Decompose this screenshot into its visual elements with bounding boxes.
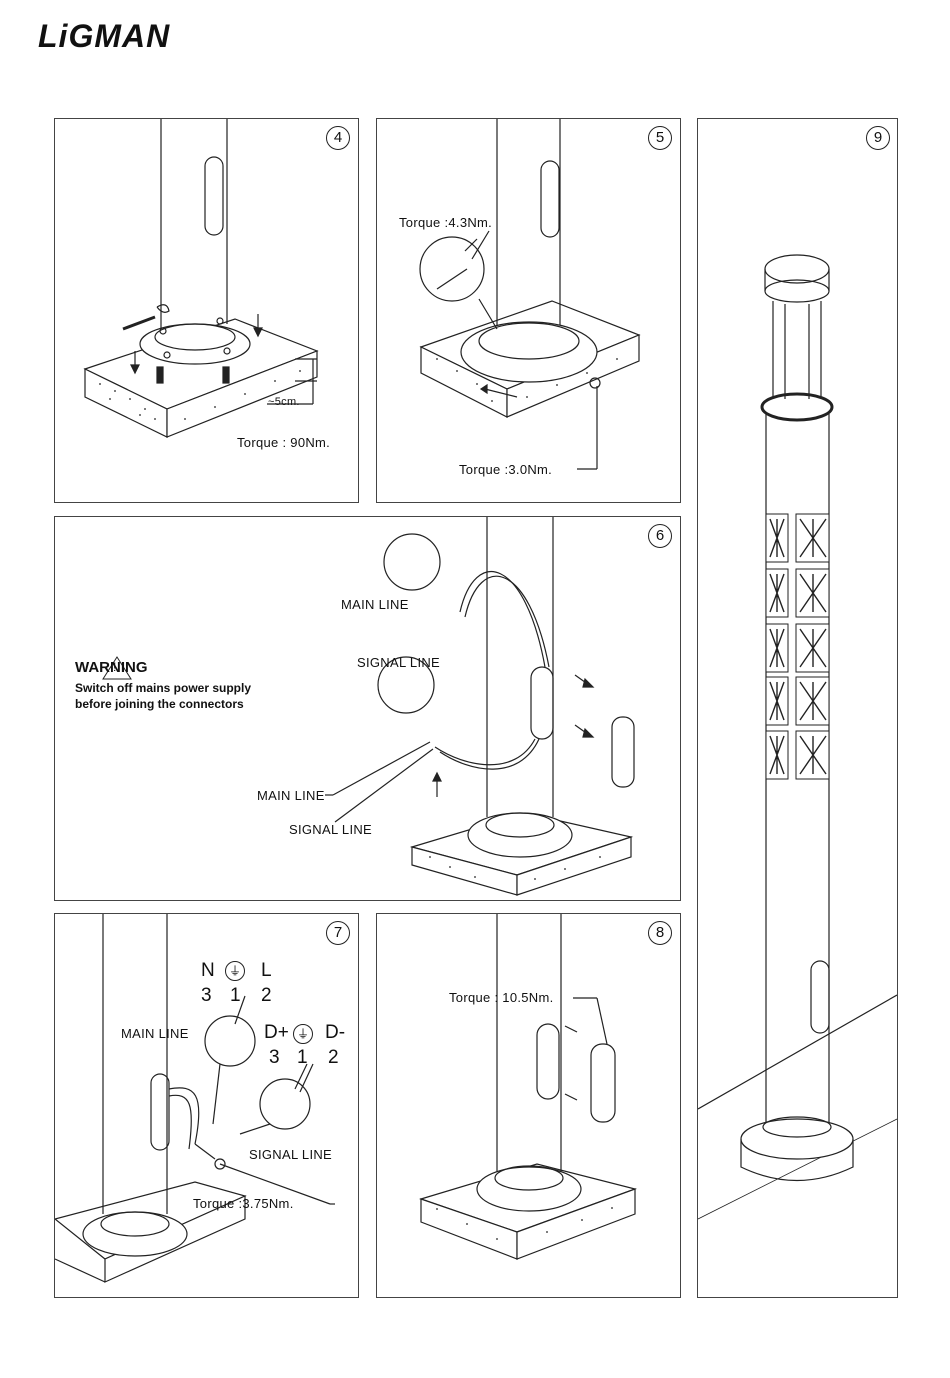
warning-title: WARNING — [75, 659, 148, 676]
main-num-1: 1 — [230, 985, 241, 1007]
torque-label: Torque :3.75Nm. — [193, 1196, 294, 1211]
step-7-panel: 7 N ⏚ L 3 1 2 D+ ⏚ D- 3 1 2 MAIN LINE SI… — [54, 913, 359, 1298]
distance-label: ~5cm. — [268, 396, 300, 408]
signal-label-dplus: D+ — [264, 1022, 289, 1044]
torque-label: Torque : 90Nm. — [237, 435, 330, 450]
main-label-l: L — [261, 960, 272, 982]
step-8-illustration — [377, 914, 680, 1297]
ground-icon-signal: ⏚ — [293, 1024, 313, 1044]
warning-text-line-2: before joining the connectors — [75, 696, 244, 712]
main-line-label: MAIN LINE — [121, 1026, 189, 1041]
main-line-top-label: MAIN LINE — [341, 597, 409, 612]
step-number-5: 5 — [648, 126, 672, 150]
signal-num-3: 3 — [269, 1047, 280, 1069]
main-num-3: 3 — [201, 985, 212, 1007]
torque-bottom-label: Torque :3.0Nm. — [459, 462, 552, 477]
warning-text-line-1: Switch off mains power supply — [75, 680, 251, 696]
signal-line-top-label: SIGNAL LINE — [357, 655, 440, 670]
signal-line-bottom-label: SIGNAL LINE — [289, 822, 372, 837]
main-label-n: N — [201, 960, 215, 982]
torque-top-label: Torque :4.3Nm. — [399, 215, 492, 230]
step-number-4: 4 — [326, 126, 350, 150]
torque-label: Torque : 10.5Nm. — [449, 990, 554, 1005]
step-number-9: 9 — [866, 126, 890, 150]
step-5-illustration — [377, 119, 680, 502]
main-line-bottom-label: MAIN LINE — [257, 788, 325, 803]
step-6-panel: 6 MAIN LINE SIGNAL LINE MAIN LINE SIGNAL… — [54, 516, 681, 901]
step-9-illustration — [698, 119, 897, 1297]
signal-num-1: 1 — [297, 1047, 308, 1069]
step-4-panel: 4 ~5cm. Torque : 90Nm. — [54, 118, 359, 503]
signal-line-label: SIGNAL LINE — [249, 1147, 332, 1162]
signal-num-2: 2 — [328, 1047, 339, 1069]
step-8-panel: 8 Torque : 10.5Nm. — [376, 913, 681, 1298]
main-num-2: 2 — [261, 985, 272, 1007]
brand-logo: LiGMAN — [38, 18, 170, 55]
step-number-7: 7 — [326, 921, 350, 945]
signal-label-dminus: D- — [325, 1022, 345, 1044]
step-9-panel: 9 — [697, 118, 898, 1298]
step-5-panel: 5 Torque :4.3Nm. Torque :3.0Nm. — [376, 118, 681, 503]
step-number-8: 8 — [648, 921, 672, 945]
step-number-6: 6 — [648, 524, 672, 548]
ground-icon: ⏚ — [225, 961, 245, 981]
